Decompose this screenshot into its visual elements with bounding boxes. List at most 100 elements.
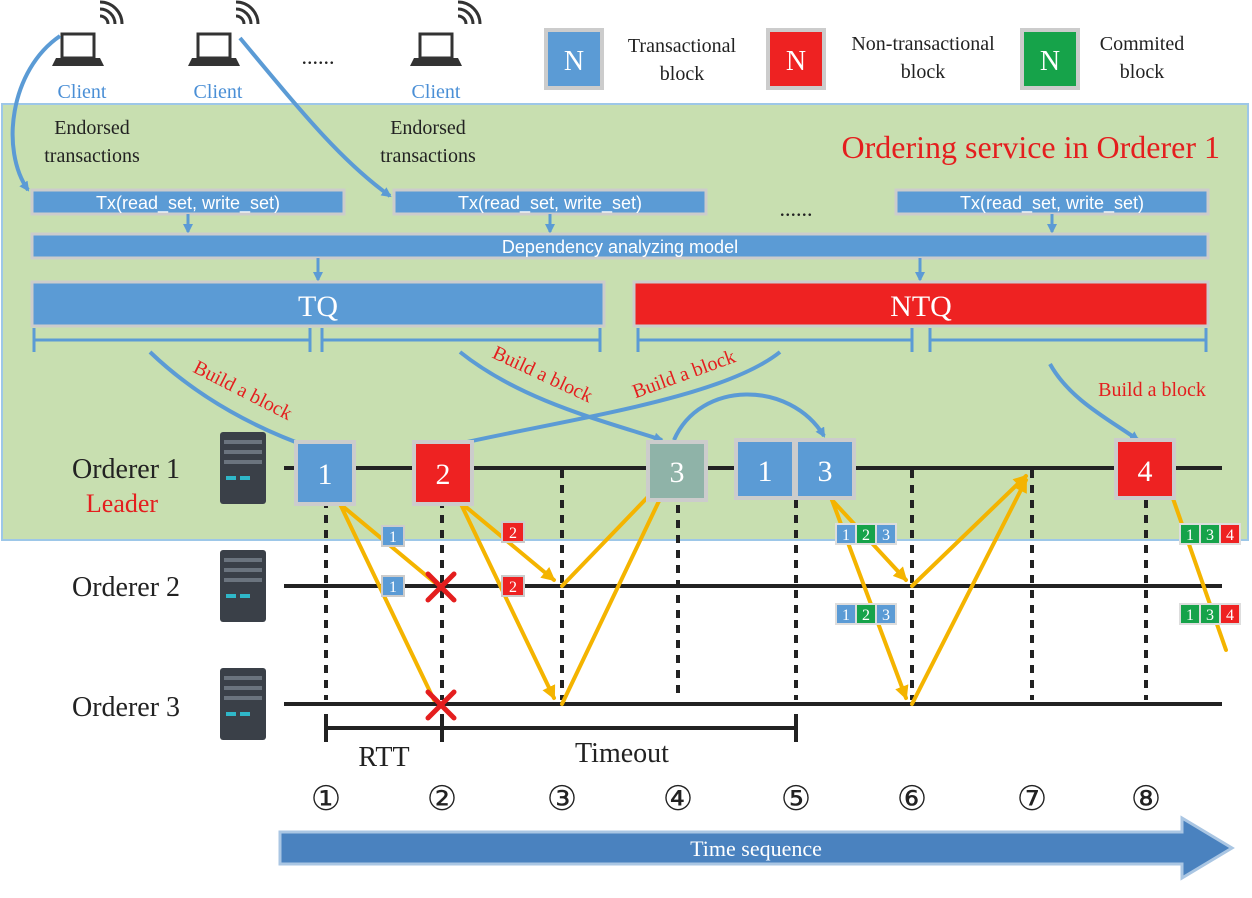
orderer-role: Leader [86, 489, 159, 518]
orderer-2: Orderer 2 [72, 550, 266, 622]
legend-committed-line1: Commited [1100, 33, 1184, 55]
message-tag: 1 [381, 525, 405, 547]
block-number: 3 [670, 456, 685, 489]
message-arrows [338, 472, 1228, 706]
commit-tag-label: 3 [882, 527, 890, 544]
commit-group: 1 3 4 [1179, 603, 1241, 625]
message-tag: 1 [381, 575, 405, 597]
tq-label: TQ [298, 290, 338, 323]
client-arrow [238, 36, 392, 198]
commit-tag-label: 3 [882, 607, 890, 624]
ordering-service-title: Ordering service in Orderer 1 [842, 129, 1221, 165]
block-number: 3 [818, 455, 833, 488]
build-arrow [148, 350, 314, 451]
step-marker: ⑧ [1131, 781, 1161, 818]
wifi-icon [99, 0, 124, 25]
block-4: 4 [1114, 438, 1176, 500]
commit-tag-label: 3 [1206, 527, 1214, 544]
step-marker: ⑥ [897, 781, 927, 818]
step-marker: ① [311, 781, 341, 818]
message-arrow [560, 476, 672, 706]
laptop-icon [188, 32, 240, 66]
step-marker: ② [427, 781, 457, 818]
commit-group: 1 3 4 [1179, 523, 1241, 545]
client-2: Client [188, 0, 260, 103]
time-markers [324, 470, 1148, 700]
build-arrow [458, 350, 664, 443]
block-number: 4 [1138, 455, 1153, 488]
legend-committed-swatch [1020, 28, 1080, 90]
orderer-name: Orderer 2 [72, 572, 180, 603]
orderer-3: Orderer 3 [72, 668, 266, 740]
commit-tag-label: 3 [1206, 607, 1214, 624]
orderer-1: Orderer 1 Leader [72, 432, 266, 518]
tx-label: Tx(read_set, write_set) [960, 193, 1144, 214]
block-2: 2 [412, 440, 474, 506]
timeout-label: Timeout [575, 738, 669, 769]
endorsed-label: transactions [44, 145, 140, 167]
legend-glyph: N [1040, 46, 1060, 77]
commit-group: 1 2 3 [835, 523, 897, 545]
client-3: Client [410, 0, 482, 103]
tx-box-1: Tx(read_set, write_set) [30, 188, 346, 216]
block-box [294, 440, 356, 506]
legend: N Transactional block N Non-transactiona… [544, 28, 1184, 90]
step-marker: ⑤ [781, 781, 811, 818]
build-arrow [438, 350, 782, 452]
message-arrow [910, 478, 1028, 706]
commit-group: 1 2 3 [835, 603, 897, 625]
time-sequence-label: Time sequence [690, 836, 822, 861]
block-number: 2 [436, 458, 451, 491]
commit-tag-label: 4 [1226, 527, 1234, 544]
build-arrow [1048, 363, 1140, 442]
client-arrow [10, 34, 62, 192]
message-arrow [458, 500, 556, 700]
server-icon [220, 668, 266, 740]
step-marker: ⑦ [1017, 781, 1047, 818]
failure-cross-icon [425, 571, 457, 603]
commit-tag-label: 2 [862, 527, 870, 544]
step-marker: ④ [663, 781, 693, 818]
client-label: Client [194, 81, 243, 103]
server-icon [220, 432, 266, 504]
interval-brackets [324, 714, 798, 742]
wifi-icon [457, 0, 482, 25]
commit-tag-label: 1 [1186, 607, 1194, 624]
ntq-label: NTQ [890, 290, 952, 323]
endorsed-label: transactions [380, 145, 476, 167]
client-label: Client [58, 81, 107, 103]
message-tag: 2 [501, 521, 525, 543]
legend-transactional-swatch [544, 28, 604, 90]
commit-tag-label: 2 [862, 607, 870, 624]
commit-tag-label: 1 [842, 527, 850, 544]
orderer-name: Orderer 3 [72, 692, 180, 723]
legend-transactional-line2: block [660, 63, 704, 85]
legend-non-transactional-swatch [766, 28, 826, 90]
endorsed-label: Endorsed [54, 117, 130, 139]
time-sequence-arrow [278, 815, 1235, 881]
ntq-bar [632, 280, 1210, 328]
tx-box-3: Tx(read_set, write_set) [894, 188, 1210, 216]
block-number: 1 [318, 458, 333, 491]
commit-tag-label: 1 [842, 607, 850, 624]
legend-non-transactional-line2: block [901, 61, 945, 83]
legend-glyph: N [786, 46, 806, 77]
block-box [412, 440, 474, 506]
legend-non-transactional-line1: Non-transactional [851, 33, 995, 55]
block-3: 3 [794, 438, 856, 500]
message-tag-label: 2 [509, 525, 517, 542]
tx-label: Tx(read_set, write_set) [96, 193, 280, 214]
queue-brackets [32, 328, 1208, 352]
build-label: Build a block [1098, 379, 1206, 401]
rtt-label: RTT [358, 742, 409, 773]
commit-tag-label: 1 [1186, 527, 1194, 544]
block-3-pending: 3 [646, 440, 708, 502]
endorsed-label: Endorsed [390, 117, 466, 139]
block-number: 1 [758, 455, 773, 488]
message-tag-label: 1 [389, 579, 397, 596]
tx-box-2: Tx(read_set, write_set) [392, 188, 708, 216]
block-box [646, 440, 708, 502]
clients-ellipsis: ...... [302, 44, 335, 69]
message-arrow [910, 474, 1028, 588]
